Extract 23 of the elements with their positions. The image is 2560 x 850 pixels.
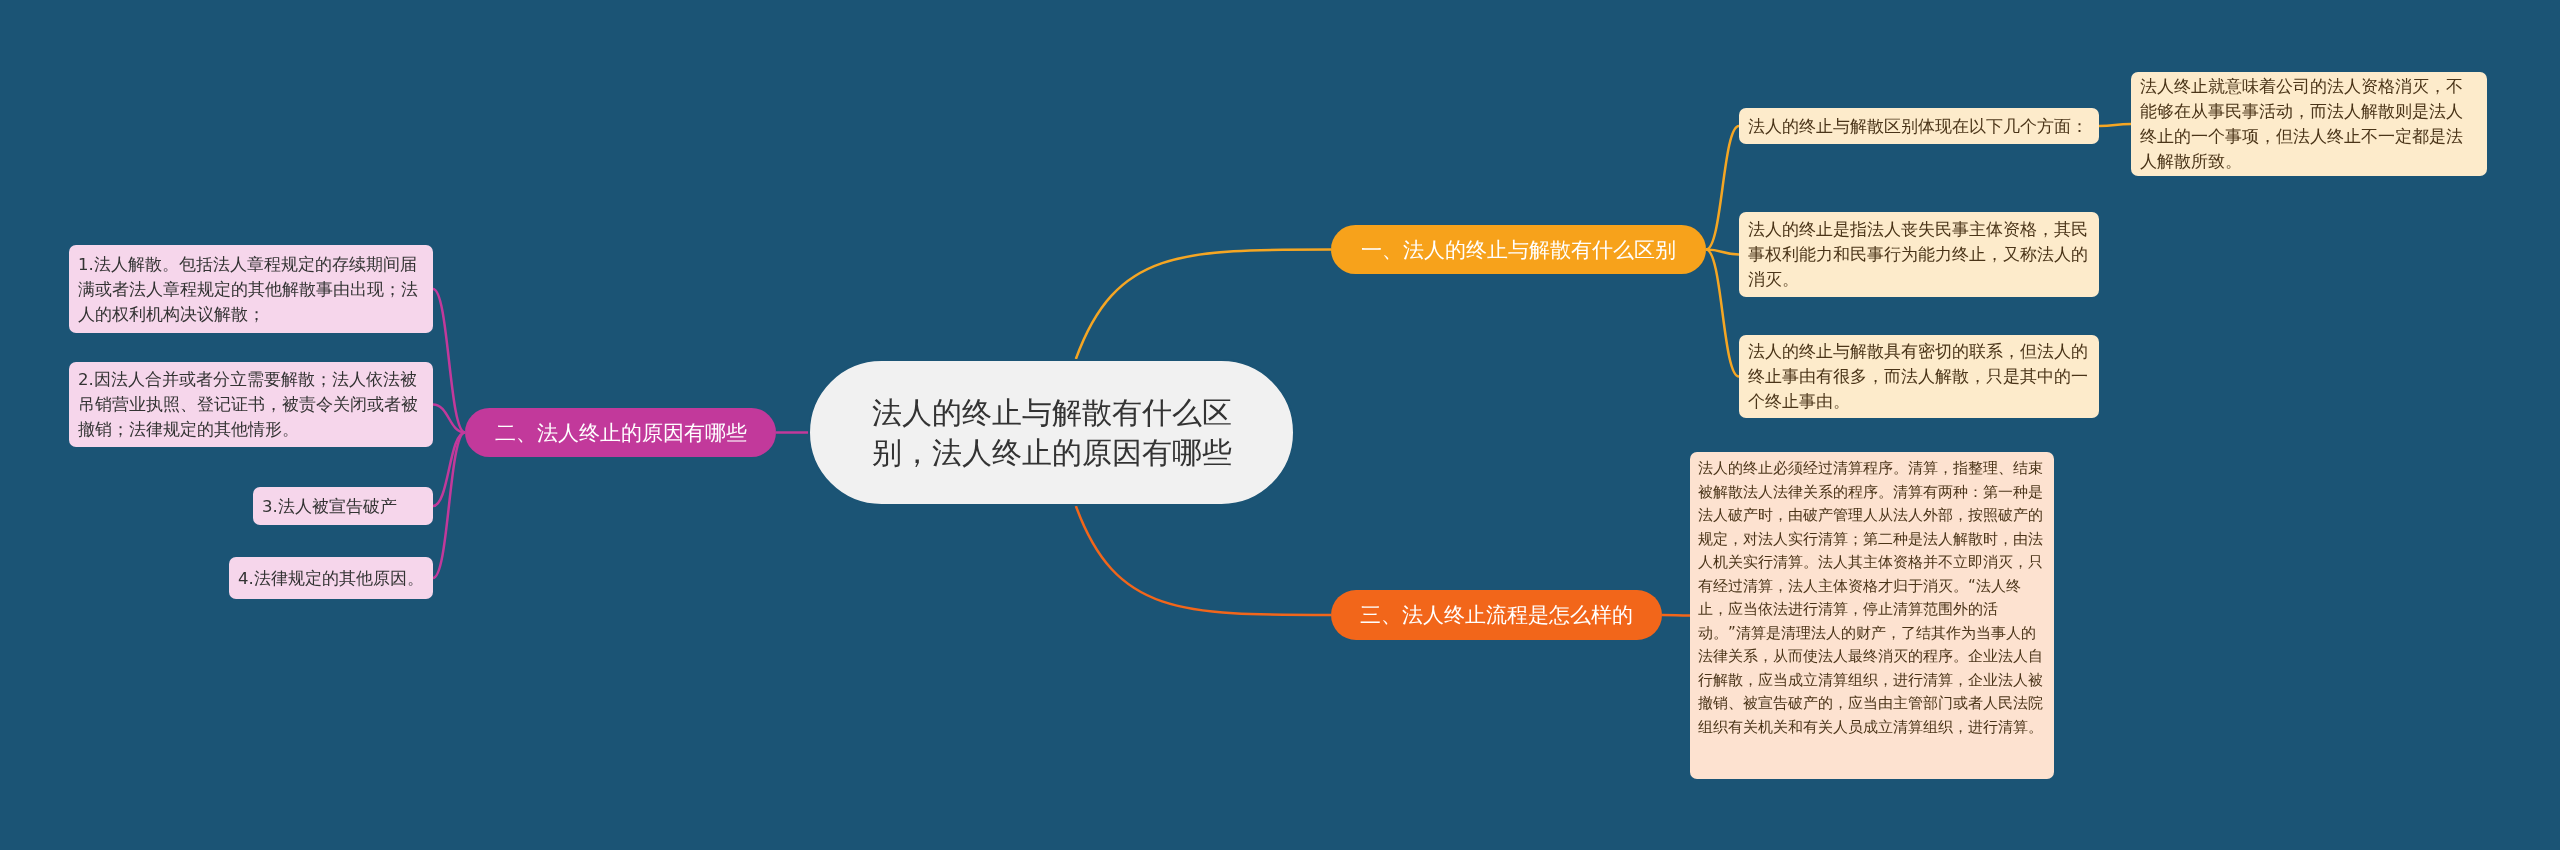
note-box: 3.法人被宣告破产: [253, 487, 433, 525]
connector-line: [1705, 248, 1740, 378]
central-topic: 法人的终止与解散有什么区别，法人终止的原因有哪些: [808, 359, 1295, 506]
connector-line: [1074, 248, 1331, 360]
connector-line: [1074, 505, 1331, 617]
note-box: 法人的终止与解散区别体现在以下几个方面：: [1739, 108, 2099, 144]
note-box: 法人的终止与解散具有密切的联系，但法人的终止事由有很多，而法人解散，只是其中的一个终止事由。: [1739, 335, 2099, 418]
connector-line: [2099, 122, 2131, 128]
note-box: 法人终止就意味着公司的法人资格消灭，不能够在从事民事活动，而法人解散则是法人终止的一个事项，但法人终止不一定都是法人解散所致。: [2131, 72, 2487, 176]
note-box: 1.法人解散。包括法人章程规定的存续期间届满或者法人章程规定的其他解散事由出现；法人的权利机构决议解散；: [69, 245, 433, 333]
connector-line: [1662, 613, 1690, 617]
connector-line: [1705, 248, 1740, 256]
connector-line: [1705, 124, 1740, 251]
branch-topic: 二、法人终止的原因有哪些: [465, 408, 776, 457]
branch-topic: 三、法人终止流程是怎么样的: [1331, 590, 1662, 640]
note-box: 法人的终止是指法人丧失民事主体资格，其民事权利能力和民事行为能力终止，又称法人的消灭。: [1739, 212, 2099, 297]
connector-line: [776, 431, 808, 434]
note-box: 法人的终止必须经过清算程序。清算，指整理、结束被解散法人法律关系的程序。清算有两种：第一种是法人破产时，由破产管理人从法人外部，按照破产的规定，对法人实行清算；第二种是法人解散时，由法人机关实行清算。法人其主体资格并不立即消灭，只有经过清算，法人主体资格才归于消灭。“法人终止，应当依法进行清算，停止清算范围外的活动。”清算是清理法人的财产，了结其作为当事人的法律关系，从而使法人最终消灭的程序。企业法人自行解散，应当成立清算组织，进行清算，企业法人被撤销、被宣告破产的，应当由主管部门或者人民法院组织有关机关和有关人员成立清算组织，进行清算。: [1690, 452, 2054, 779]
connector-line: [432, 431, 466, 579]
note-box: 2.因法人合并或者分立需要解散；法人依法被吊销营业执照、登记证书，被责令关闭或者被撤销；法律规定的其他情形。: [69, 362, 433, 447]
branch-topic: 一、法人的终止与解散有什么区别: [1331, 225, 1706, 274]
connector-line: [432, 288, 466, 434]
note-box: 4.法律规定的其他原因。: [229, 557, 433, 599]
